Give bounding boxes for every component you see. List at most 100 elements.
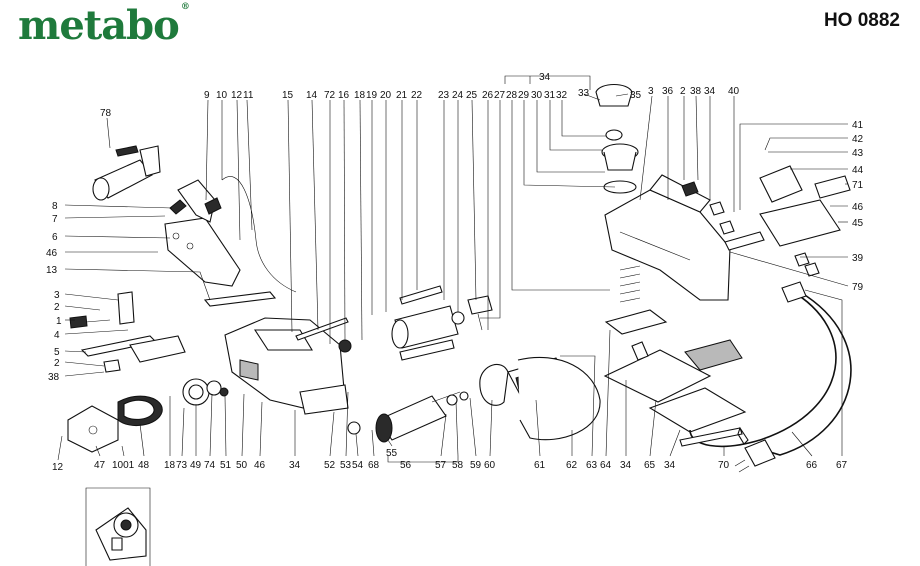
registered-mark: ®	[180, 2, 190, 12]
ref-18-top: 18	[354, 90, 366, 101]
ref-47: 47	[94, 460, 106, 471]
ref-78: 78	[100, 108, 112, 119]
ref-55: 55	[386, 448, 398, 459]
ref-60: 60	[484, 460, 496, 471]
part-6-side-cover	[164, 179, 241, 287]
part-63-carbon-block	[684, 339, 743, 371]
part-79-spring	[619, 265, 641, 303]
part-14-shaft	[295, 317, 349, 341]
ref-45: 45	[852, 218, 864, 229]
ref-46-bottom: 46	[254, 460, 266, 471]
ref-52: 52	[324, 460, 336, 471]
ref-26: 26	[482, 90, 494, 101]
ref-43: 43	[852, 148, 864, 159]
ref-33: 33	[578, 88, 590, 99]
ref-1001: 1001	[112, 460, 135, 471]
ref-23: 23	[438, 90, 450, 101]
ref-31: 31	[544, 90, 556, 101]
ref-4: 4	[54, 330, 60, 341]
ref-10: 10	[216, 90, 228, 101]
part-66-power-cable	[689, 281, 852, 473]
part-44-switch-cover	[759, 165, 851, 203]
ref-21: 21	[396, 90, 408, 101]
spring-wire-11	[221, 176, 297, 293]
ref-9: 9	[204, 90, 210, 101]
ref-34-bottom-b: 34	[620, 460, 632, 471]
ref-16: 16	[338, 90, 350, 101]
part-34-base-plate	[603, 341, 712, 403]
ref-73: 73	[176, 460, 188, 471]
part-62-motor-housing	[517, 356, 601, 441]
ref-3-left: 3	[54, 290, 60, 301]
ref-58: 58	[452, 460, 464, 471]
ref-53: 53	[340, 460, 352, 471]
part-22-cutter-block	[338, 285, 459, 361]
ref-67: 67	[836, 460, 848, 471]
ref-32: 32	[556, 90, 568, 101]
ref-61: 61	[534, 460, 546, 471]
ref-27: 27	[494, 90, 506, 101]
ref-19: 19	[366, 90, 378, 101]
ref-24: 24	[452, 90, 464, 101]
part-13-blade	[203, 291, 277, 307]
ref-34-bottom-c: 34	[664, 460, 676, 471]
brand-logo: metabo®	[18, 2, 190, 49]
part-45-switch-housing	[709, 199, 841, 277]
part-47-belt-cover	[67, 405, 119, 453]
ref-6: 6	[52, 232, 58, 243]
ref-44: 44	[852, 165, 864, 176]
ref-49: 49	[190, 460, 202, 471]
ref-39: 39	[852, 253, 864, 264]
ref-66: 66	[806, 460, 818, 471]
ref-41: 41	[852, 120, 864, 131]
brand-logo-text: metabo	[18, 2, 180, 49]
ref-40: 40	[728, 86, 740, 97]
ref-36: 36	[662, 86, 674, 97]
part-1-5-depth-stop	[69, 291, 186, 373]
ref-72: 72	[324, 90, 336, 101]
ref-20: 20	[380, 90, 392, 101]
part-34-main-housing	[224, 317, 349, 415]
detail-inset-1001	[85, 487, 151, 566]
ref-54: 54	[352, 460, 364, 471]
ref-64: 64	[600, 460, 612, 471]
ref-29: 29	[518, 90, 530, 101]
ref-35: 35	[630, 90, 642, 101]
part-60-fan-baffle	[479, 363, 509, 406]
ref-2-right: 2	[680, 86, 686, 97]
ref-63: 63	[586, 460, 598, 471]
ref-12-top: 12	[231, 90, 243, 101]
ref-2-left-lower: 2	[54, 358, 60, 369]
ref-2-left: 2	[54, 302, 60, 313]
reference-labels: 78 8 7 6 46 13 3 2 1 4 5 2 38 9 10 12 11…	[46, 72, 864, 473]
part-65-foot-plate	[648, 387, 747, 433]
ref-22: 22	[411, 90, 423, 101]
ref-11: 11	[243, 90, 254, 101]
leader-lines	[57, 75, 849, 463]
ref-8: 8	[52, 201, 58, 212]
model-number: HO 0882	[823, 10, 900, 31]
ref-1: 1	[56, 316, 62, 327]
ref-34-top: 34	[539, 72, 551, 83]
ref-13: 13	[46, 265, 58, 276]
part-70-hex-key	[679, 426, 749, 447]
ref-79: 79	[852, 282, 864, 293]
ref-74: 74	[204, 460, 216, 471]
ref-65: 65	[644, 460, 656, 471]
ref-5: 5	[54, 347, 60, 358]
part-56-armature	[347, 391, 469, 443]
ref-15: 15	[282, 90, 294, 101]
ref-30: 30	[531, 90, 543, 101]
part-49-pulley	[182, 378, 229, 406]
ref-34-bottom-a: 34	[289, 460, 301, 471]
ref-51: 51	[220, 460, 232, 471]
ref-3-right: 3	[648, 86, 654, 97]
part-29-35-depth-knob	[595, 83, 639, 194]
ref-62: 62	[566, 460, 578, 471]
ref-57: 57	[435, 460, 447, 471]
part-48-belt	[117, 395, 163, 427]
ref-48: 48	[138, 460, 150, 471]
ref-25: 25	[466, 90, 478, 101]
ref-14: 14	[306, 90, 318, 101]
